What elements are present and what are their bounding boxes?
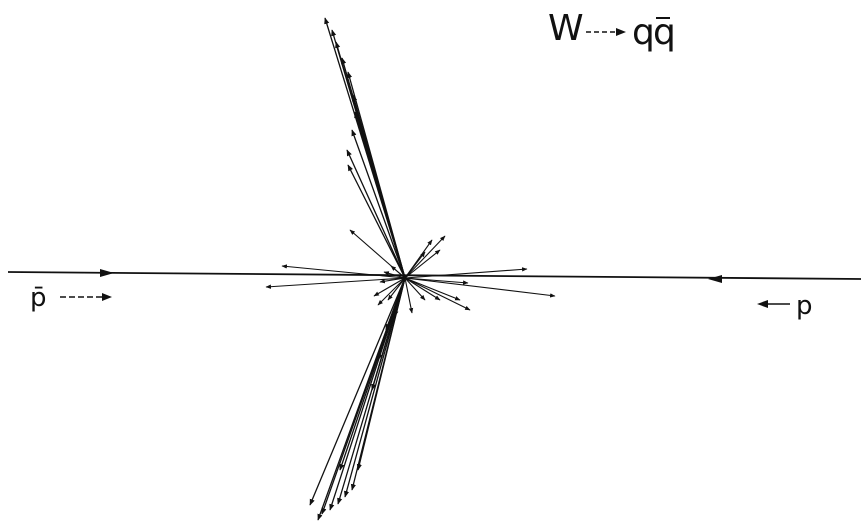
lower-jet-track-6 — [309, 277, 406, 506]
soft-track-3 — [404, 267, 528, 279]
lower-jet-track-8 — [356, 277, 406, 471]
upper-jet — [324, 17, 406, 279]
soft-track-7 — [404, 249, 441, 279]
antiproton-label-arrowhead — [102, 293, 112, 301]
soft-track-16 — [387, 277, 406, 301]
soft-track-18 — [404, 277, 414, 314]
soft-track-5 — [404, 235, 446, 279]
proton-label: p — [796, 291, 813, 321]
proton-label-arrowhead — [757, 300, 768, 308]
soft-track-8 — [404, 251, 426, 279]
antiproton-beam-arrowhead — [100, 269, 114, 277]
proton-beam-arrowhead — [708, 275, 722, 283]
soft-track-15 — [377, 277, 406, 306]
proton-label-group: p — [757, 291, 813, 321]
upper-jet-track-7 — [354, 111, 406, 279]
lower-jet-track-12 — [385, 277, 406, 331]
soft-track-4 — [404, 277, 556, 298]
antiproton-label: p̄ — [30, 283, 47, 313]
process-title: W q q — [548, 8, 676, 53]
soft-tracks — [265, 229, 556, 317]
soft-track-11 — [404, 277, 471, 311]
upper-jet-track-10 — [351, 129, 406, 279]
soft-track-20 — [404, 277, 441, 301]
lower-jet — [309, 277, 406, 521]
title-initial-state: W — [548, 8, 584, 49]
soft-track-1 — [281, 264, 406, 279]
soft-track-17 — [394, 277, 406, 317]
antiproton-label-group: p̄ — [30, 283, 112, 313]
soft-track-10 — [404, 277, 461, 301]
title-arrow-head — [616, 28, 626, 36]
soft-track-9 — [404, 277, 469, 285]
upper-jet-track-9 — [347, 164, 406, 279]
title-quark: q — [632, 12, 655, 53]
soft-track-19 — [404, 277, 426, 301]
upper-jet-track-8 — [346, 149, 406, 279]
soft-track-14 — [373, 277, 406, 297]
soft-track-22 — [390, 265, 406, 279]
soft-track-13 — [379, 277, 406, 284]
soft-track-21 — [383, 271, 406, 279]
soft-track-2 — [265, 277, 406, 289]
title-antiquark: q — [653, 12, 676, 53]
